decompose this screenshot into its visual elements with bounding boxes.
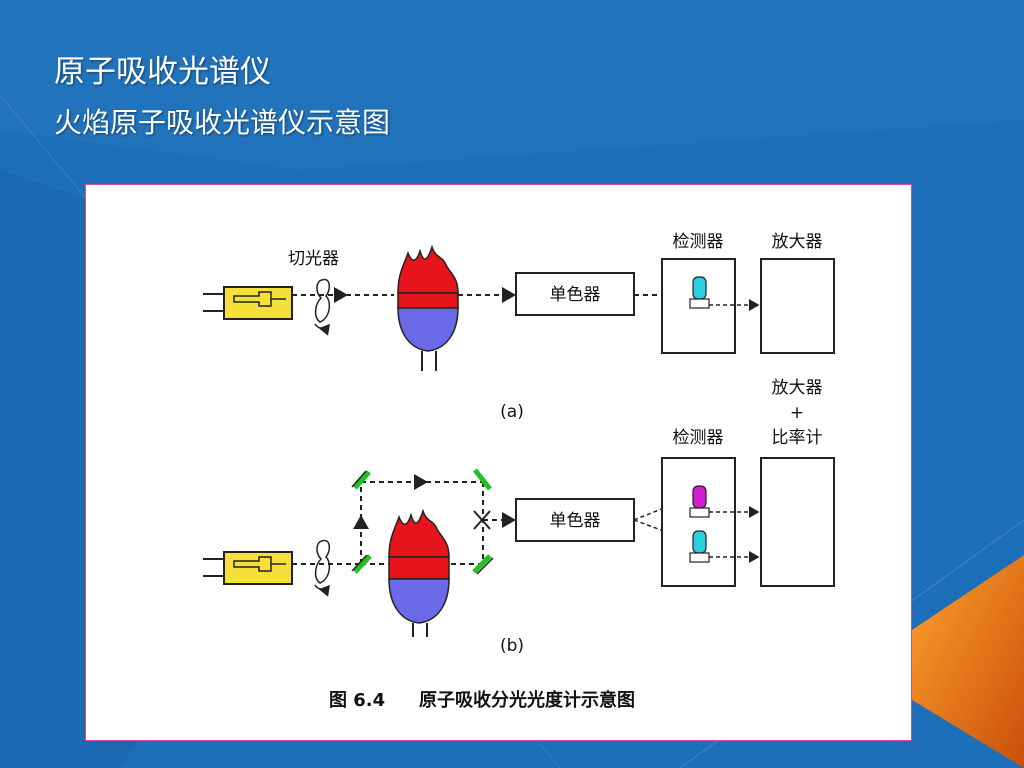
amplifier-b-label-line3: 比率计 — [772, 428, 823, 448]
orange-accent-shape — [912, 555, 1024, 768]
slide-title: 原子吸收光谱仪 — [54, 54, 271, 90]
lamp-b — [203, 551, 293, 585]
slide-subtitle: 火焰原子吸收光谱仪示意图 — [54, 106, 391, 139]
amplifier-a-label: 放大器 — [772, 232, 823, 252]
detector-a-label: 检测器 — [673, 232, 724, 252]
detector-b-label: 检测器 — [673, 428, 724, 448]
amplifier-a — [760, 258, 835, 354]
amplifier-b-label-line2: + — [790, 403, 804, 423]
diagram-b: 单色器 检测器 放大器 + 比率计 (b) — [203, 378, 835, 656]
monochromator-b-label: 单色器 — [550, 511, 601, 531]
amplifier-ratio-b — [760, 457, 835, 587]
chopper-label: 切光器 — [288, 249, 339, 269]
beam-combiner — [473, 510, 491, 530]
monochromator-a: 单色器 — [515, 272, 635, 316]
amplifier-b-label-line1: 放大器 — [772, 378, 823, 398]
figure-caption-text: 原子吸收分光光度计示意图 — [419, 689, 635, 711]
figure-panel: 切光器 单色器 检测器 — [85, 184, 912, 741]
instrument-diagram: 切光器 单色器 检测器 — [203, 232, 835, 711]
chopper-b — [314, 539, 331, 597]
chopper-a — [314, 278, 331, 336]
figure-caption-number: 图 6.4 — [329, 690, 385, 711]
monochromator-a-label: 单色器 — [550, 285, 601, 305]
detector-b — [661, 457, 760, 587]
monochromator-b: 单色器 — [515, 498, 635, 542]
lamp-a — [203, 286, 293, 320]
flame-burner-b — [388, 508, 450, 637]
mirror-top-right — [473, 468, 492, 491]
mirror-bottom-right — [472, 554, 494, 575]
panel-label-a: (a) — [500, 402, 524, 422]
detector-a — [661, 258, 760, 354]
flame-burner-a — [397, 244, 459, 371]
mirror-top-left — [351, 470, 371, 490]
mirror-bottom-left — [351, 554, 372, 574]
panel-label-b: (b) — [500, 636, 524, 656]
diagram-a: 切光器 单色器 检测器 — [203, 232, 835, 422]
